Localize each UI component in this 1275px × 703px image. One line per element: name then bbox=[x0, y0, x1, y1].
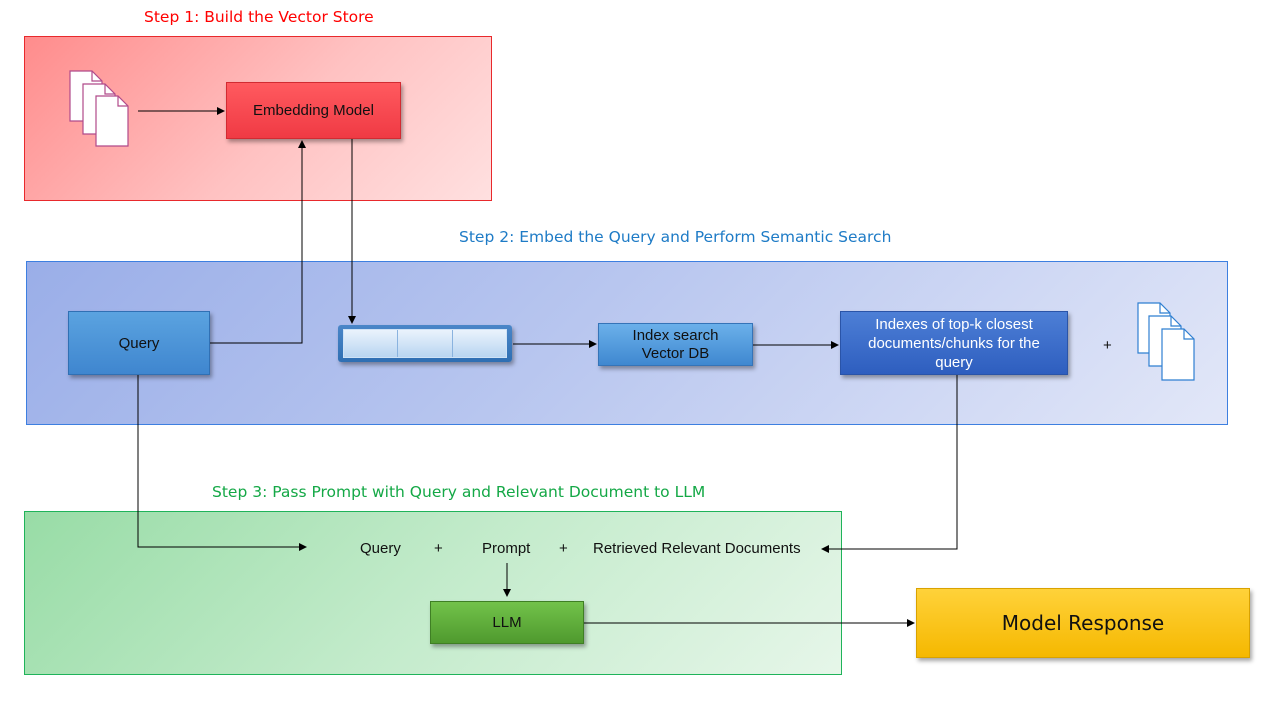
query-box: Query bbox=[68, 311, 210, 375]
embedding-model-label: Embedding Model bbox=[253, 102, 374, 119]
retrieved-documents-text: Retrieved Relevant Documents bbox=[593, 540, 801, 557]
step3-title: Step 3: Pass Prompt with Query and Relev… bbox=[212, 483, 706, 501]
index-search-line1: Index search bbox=[632, 326, 719, 344]
arrow-topk-to-retrieved bbox=[821, 375, 958, 553]
arrow-query-to-prompt bbox=[137, 375, 307, 551]
step1-title: Step 1: Build the Vector Store bbox=[144, 8, 374, 26]
plus-sign: + bbox=[434, 540, 443, 557]
topk-box: Indexes of top-k closest documents/chunk… bbox=[840, 311, 1068, 375]
index-search-box: Index search Vector DB bbox=[598, 323, 753, 366]
prompt-text: Prompt bbox=[482, 540, 531, 557]
llm-label: LLM bbox=[492, 614, 522, 631]
step3-panel bbox=[24, 511, 842, 675]
query-label: Query bbox=[118, 334, 160, 352]
plus-sign: + bbox=[1103, 337, 1112, 354]
topk-line2: documents/chunks for the bbox=[868, 334, 1040, 352]
embedding-model-box: Embedding Model bbox=[226, 82, 401, 139]
embedding-vector-icon bbox=[338, 325, 512, 362]
document-stack-icon bbox=[66, 68, 138, 152]
step2-title: Step 2: Embed the Query and Perform Sema… bbox=[459, 228, 892, 246]
model-response-label: Model Response bbox=[1001, 611, 1165, 635]
step3-query-text: Query bbox=[360, 540, 401, 557]
index-search-line2: Vector DB bbox=[641, 344, 710, 362]
document-stack-icon bbox=[1134, 300, 1206, 386]
model-response-box: Model Response bbox=[916, 588, 1250, 658]
arrow-query-to-embedding bbox=[210, 140, 306, 344]
topk-line3: query bbox=[935, 353, 973, 371]
plus-sign: + bbox=[559, 540, 568, 557]
llm-box: LLM bbox=[430, 601, 584, 644]
topk-line1: Indexes of top-k closest bbox=[875, 315, 1033, 333]
